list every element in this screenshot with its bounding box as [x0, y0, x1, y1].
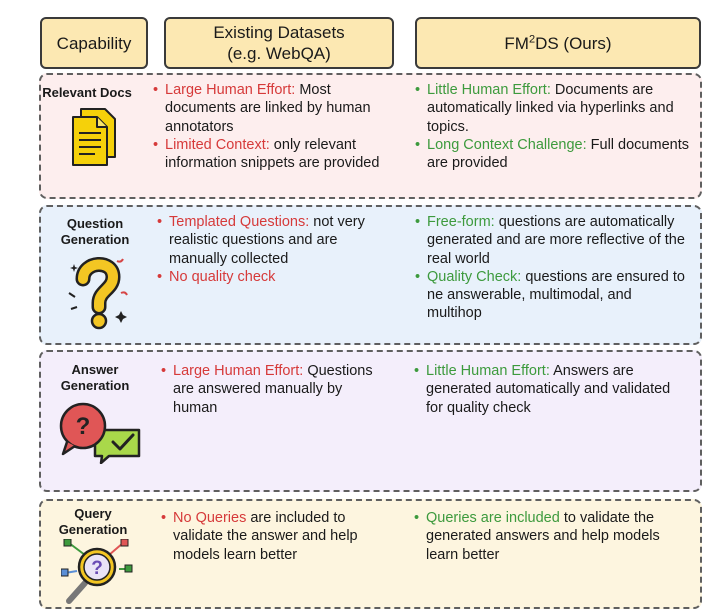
answer-generation-title: Answer Generation — [60, 362, 130, 393]
relevant-docs-existing: •Large Human Effort: Most documents are … — [153, 81, 389, 172]
magnifier-query-icon: ? — [61, 539, 133, 604]
list-item: •Quality Check: questions are ensured to… — [415, 268, 685, 322]
row-answer-generation: Answer Generation ? •Large Human Effort:… — [39, 350, 702, 492]
list-item: •Little Human Effort: Documents are auto… — [415, 82, 674, 135]
answer-generation-fm2ds: •Little Human Effort: Answers are genera… — [414, 362, 672, 417]
relevant-docs-fm2ds: •Little Human Effort: Documents are auto… — [415, 81, 690, 172]
svg-text:?: ? — [91, 558, 103, 579]
list-item: •Large Human Effort: Most documents are … — [153, 82, 371, 135]
header-capability: Capability — [40, 17, 148, 69]
row-question-generation: Question Generation •Templated Questions… — [39, 205, 702, 345]
header-fm2ds: FM2DS (Ours) — [415, 17, 701, 69]
row-query-generation: Query Generation ? •No Queries are inclu… — [39, 499, 702, 609]
svg-text:?: ? — [76, 413, 91, 440]
answer-generation-existing: •Large Human Effort: Questions are answe… — [161, 362, 389, 417]
list-item: •Limited Context: only relevant informat… — [153, 136, 380, 172]
query-generation-title: Query Generation — [58, 506, 128, 537]
query-generation-existing: •No Queries are included to validate the… — [161, 509, 389, 564]
list-item: •Templated Questions: not very realistic… — [157, 214, 365, 267]
list-item: •No Queries are included to validate the… — [161, 510, 358, 563]
document-icon — [72, 108, 116, 166]
list-item: •Long Context Challenge: Full documents … — [415, 136, 689, 172]
list-item: •Little Human Effort: Answers are genera… — [414, 363, 671, 416]
header-fm2ds-label: FM2DS (Ours) — [504, 32, 612, 53]
query-generation-fm2ds: •Queries are included to validate the ge… — [414, 509, 674, 564]
header-existing-line2: (e.g. WebQA) — [227, 44, 331, 63]
list-item: •Large Human Effort: Questions are answe… — [161, 363, 373, 416]
relevant-docs-title: Relevant Docs — [42, 85, 132, 100]
question-generation-fm2ds: •Free-form: questions are automatically … — [415, 213, 690, 323]
list-item: •Free-form: questions are automatically … — [415, 214, 685, 267]
answer-check-icon: ? — [59, 402, 141, 464]
header-existing-line1: Existing Datasets — [213, 23, 345, 42]
question-mark-icon — [68, 257, 128, 330]
row-relevant-docs: Relevant Docs •Large Human Effort: Most … — [39, 73, 702, 199]
header-capability-label: Capability — [56, 33, 132, 53]
list-item: •No quality check — [157, 268, 276, 285]
question-generation-existing: •Templated Questions: not very realistic… — [157, 213, 385, 286]
list-item: •Queries are included to validate the ge… — [414, 510, 660, 563]
question-generation-title: Question Generation — [60, 216, 130, 247]
header-existing-datasets: Existing Datasets (e.g. WebQA) — [164, 17, 394, 69]
